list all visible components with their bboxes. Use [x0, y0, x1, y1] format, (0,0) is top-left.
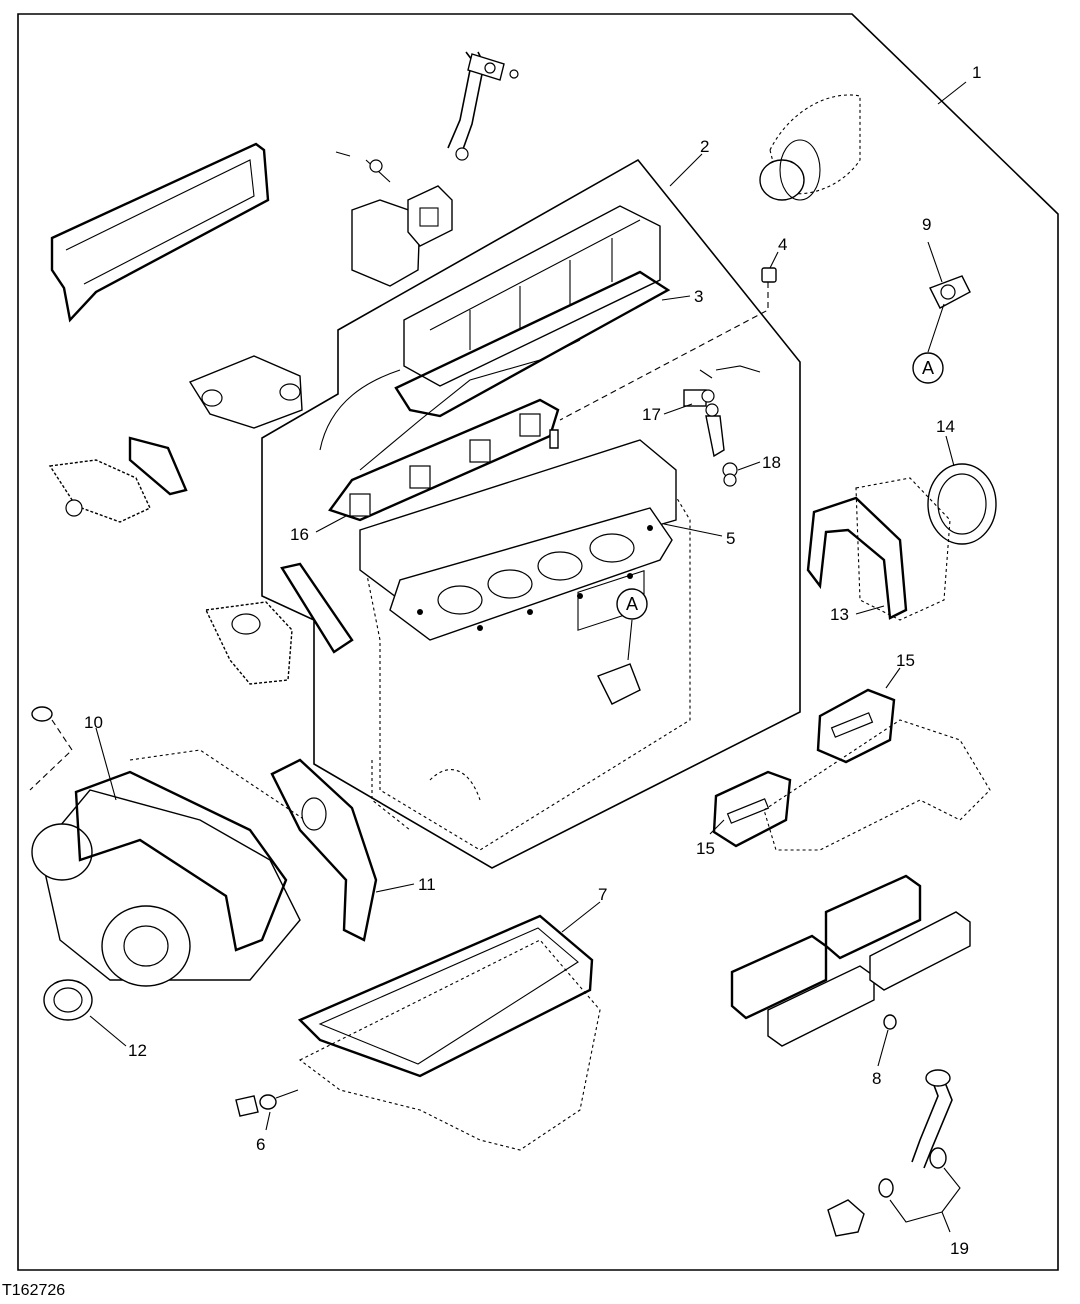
callout-labels: 1 2 3 4 5 6 7 8 9 10 11 12 13 14 15 15 1… [84, 63, 981, 1258]
oil-pan-gasket [297, 914, 594, 1078]
front-plate-gasket [270, 758, 378, 942]
reference-label-a-upper: A [922, 358, 934, 378]
oil-cooler-gasket [50, 142, 270, 323]
oil-supply-tube [447, 51, 519, 161]
head-gasket [389, 507, 673, 641]
callout-10: 10 [84, 713, 103, 732]
callout-17: 17 [642, 405, 661, 424]
callout-12: 12 [128, 1041, 147, 1060]
side-cover-gasket [280, 562, 354, 654]
front-crankshaft-seal [43, 979, 93, 1021]
reference-marker-a-lower: A [597, 588, 648, 705]
timing-cover-gasket [74, 770, 288, 952]
side-cover-washer [883, 1014, 897, 1030]
head-bolt [549, 429, 559, 449]
intake-manifold-gasket-upper [816, 688, 896, 764]
oil-pan [298, 939, 601, 1151]
callout-9: 9 [922, 215, 931, 234]
callout-7: 7 [598, 885, 607, 904]
callout-5: 5 [726, 529, 735, 548]
callout-15b: 15 [696, 839, 715, 858]
water-pump [188, 355, 303, 429]
water-inlet [204, 601, 293, 685]
oil-pan-gasket-inner [318, 927, 579, 1065]
callout-16: 16 [290, 525, 309, 544]
intake-manifold [763, 719, 991, 851]
fuel-pump [48, 459, 151, 523]
intake-manifold-gasket-lower [712, 770, 792, 848]
exhaust-manifold-gasket [328, 398, 560, 522]
callout-4: 4 [778, 235, 787, 254]
callout-13: 13 [830, 605, 849, 624]
turbocharger [759, 94, 861, 201]
reference-label-a-lower: A [626, 594, 638, 614]
flywheel-housing [855, 477, 951, 621]
figure-id-label: T162726 [2, 1282, 66, 1299]
callout-18: 18 [762, 453, 781, 472]
small-o-ring [29, 706, 73, 791]
side-cover-gaskets [730, 874, 971, 1047]
rear-seal-housing-gasket [806, 496, 908, 620]
water-pump-gasket [128, 436, 188, 496]
valve-stem-seal [559, 267, 777, 421]
thermostat-housing [335, 151, 453, 287]
callout-1: 1 [972, 63, 981, 82]
injector-assembly [683, 365, 761, 487]
callout-2: 2 [700, 137, 709, 156]
callout-11: 11 [418, 875, 436, 894]
reference-marker-a-upper: A [912, 303, 945, 384]
timing-gear-cover [31, 749, 321, 987]
callout-15a: 15 [896, 651, 915, 670]
turbo-oil-gasket [929, 275, 971, 309]
callout-leaders [89, 81, 967, 1233]
oil-return-tube [827, 1069, 953, 1237]
rocker-cover-gasket [394, 270, 671, 418]
callout-6: 6 [256, 1135, 265, 1154]
kit-boundary-outline [17, 13, 1059, 1271]
rear-crankshaft-seal [927, 463, 997, 545]
callout-19: 19 [950, 1239, 969, 1258]
rocker-cover [403, 205, 661, 387]
drain-plug-and-washer [235, 1089, 299, 1117]
callout-3: 3 [694, 287, 703, 306]
callout-8: 8 [872, 1069, 881, 1088]
callout-14: 14 [936, 417, 955, 436]
subassembly-boundary-outline [261, 158, 801, 869]
